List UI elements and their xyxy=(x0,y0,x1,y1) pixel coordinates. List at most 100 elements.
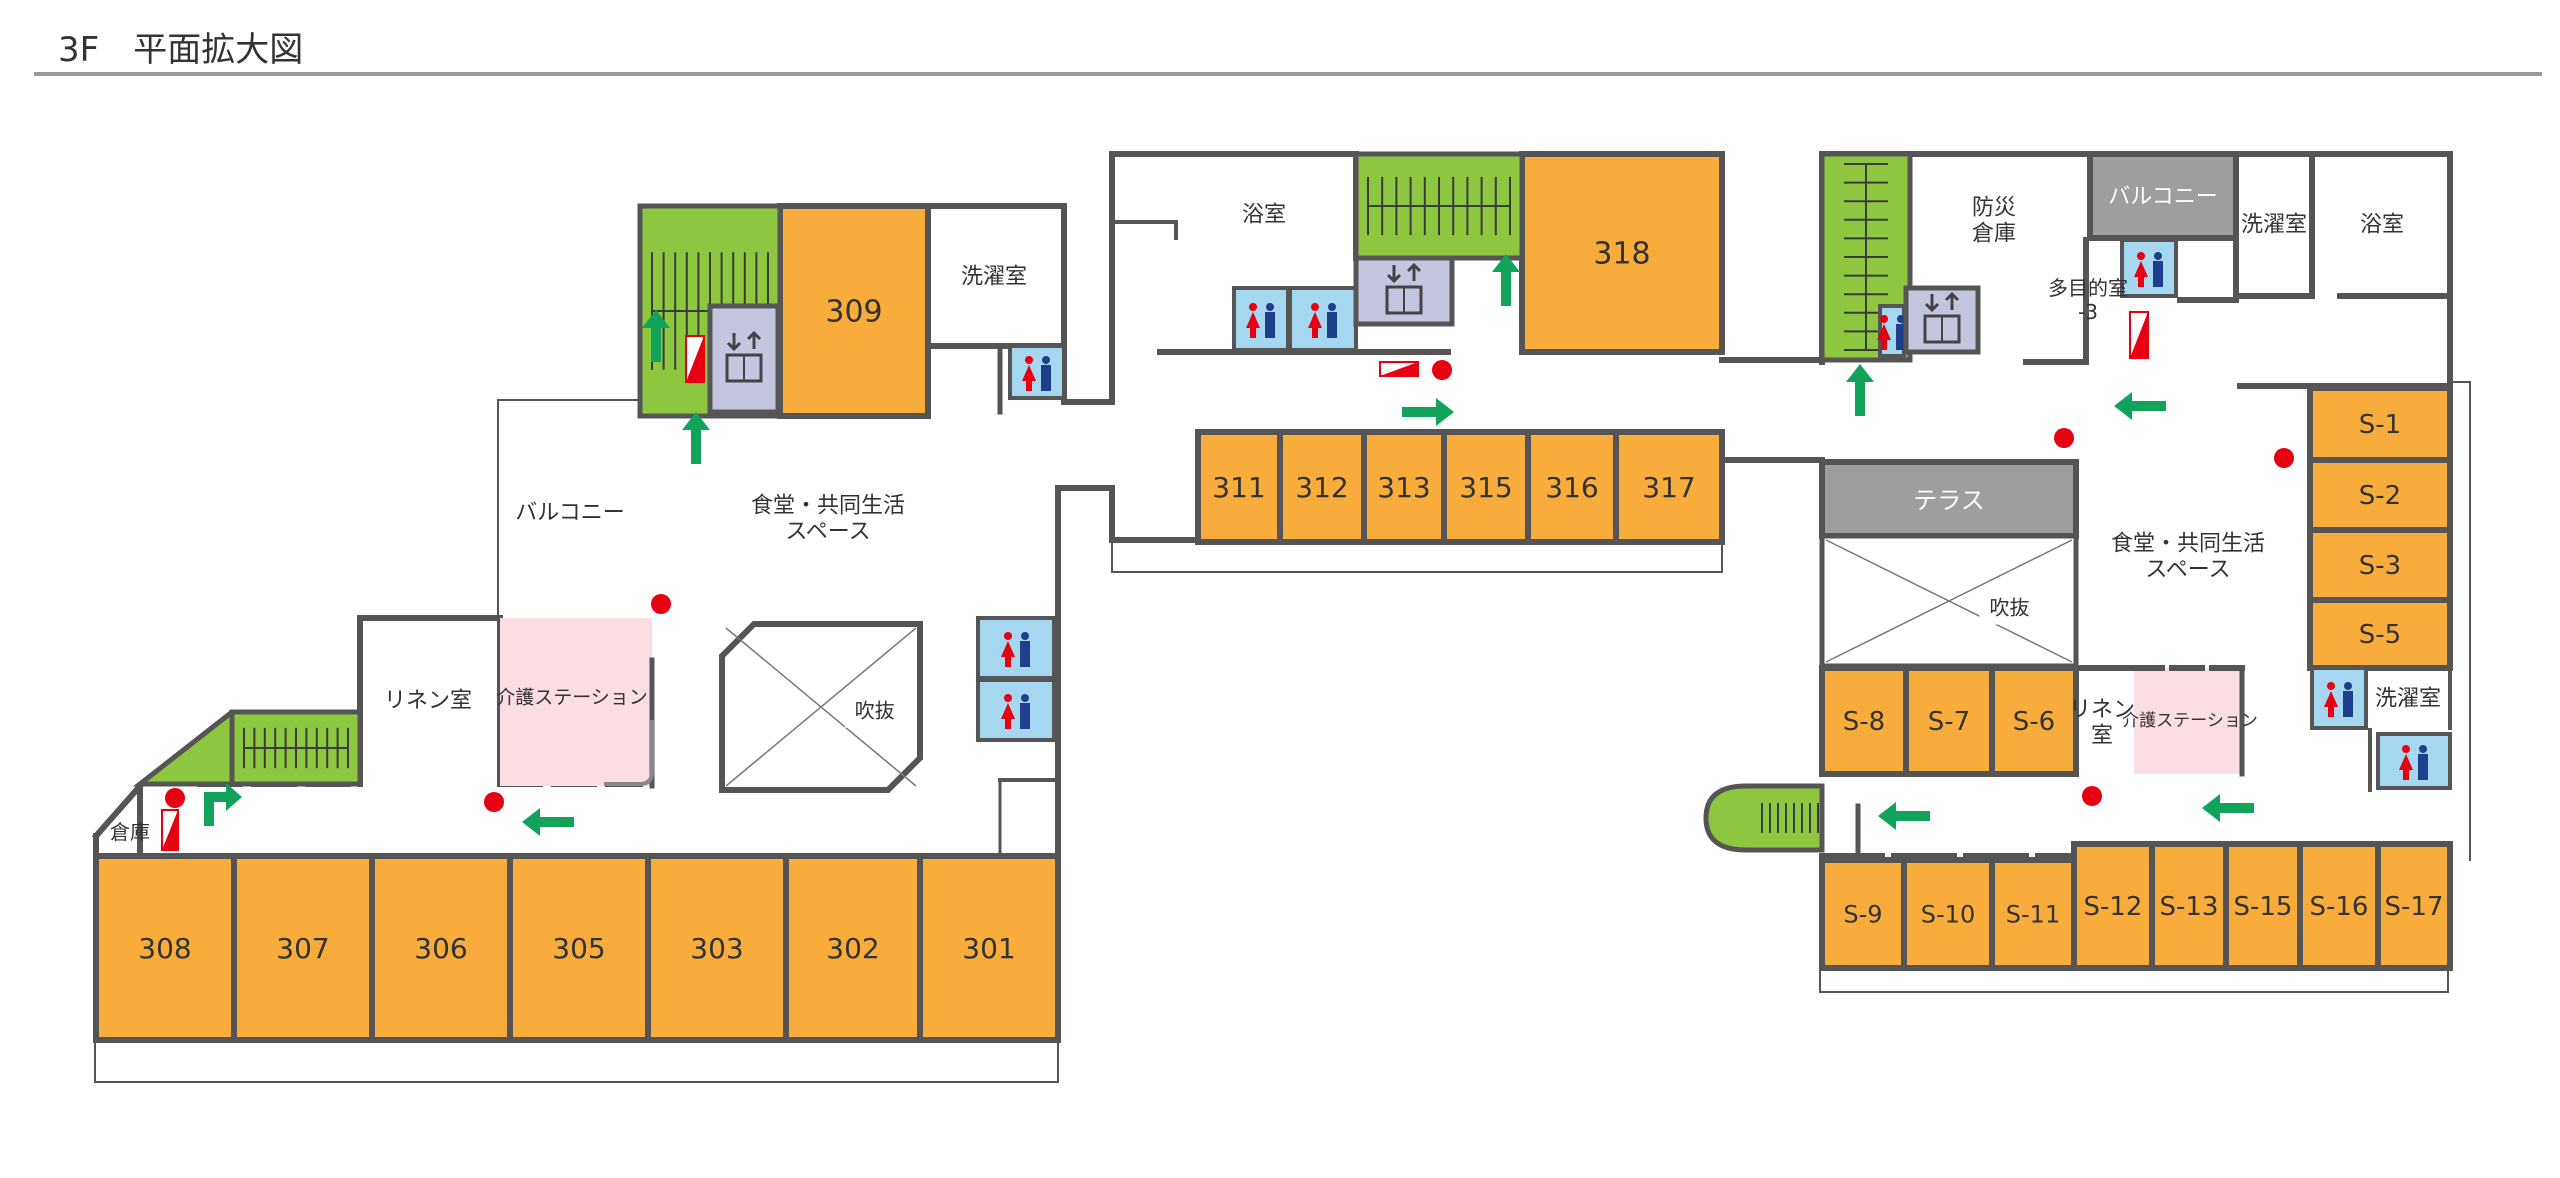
arrow-shape xyxy=(1492,254,1520,306)
toilet-icon xyxy=(2310,666,2368,730)
toilet-icon xyxy=(976,616,1056,680)
stairs-icon xyxy=(1353,151,1525,261)
room-number-label: 311 xyxy=(1212,471,1265,504)
extinguisher-fill xyxy=(686,336,704,382)
elevator-icon xyxy=(707,303,781,415)
atrium-label-bg xyxy=(844,693,905,728)
restroom-block xyxy=(2376,732,2452,790)
resident-room xyxy=(1989,857,2077,971)
female-legs xyxy=(1250,328,1256,338)
resident-room xyxy=(2307,385,2453,463)
resident-room xyxy=(1361,429,1447,545)
elevator-icon xyxy=(1353,255,1455,327)
extinguisher-icon xyxy=(1379,361,1419,377)
extinguisher-fill xyxy=(1380,362,1418,376)
emergency-marker-icon xyxy=(2274,448,2294,468)
extinguisher-icon xyxy=(2129,311,2149,359)
female-legs xyxy=(1005,719,1011,729)
room-number-label: 315 xyxy=(1459,471,1512,504)
room-number-label: 307 xyxy=(276,932,329,965)
storage-label: 倉庫 xyxy=(110,820,150,844)
laundry-label: 洗濯室 xyxy=(2241,213,2307,238)
room-number-label: S-3 xyxy=(2359,551,2401,581)
toilet-icon xyxy=(1232,286,1290,352)
room-number-label: 305 xyxy=(552,932,605,965)
emergency-marker-icon xyxy=(165,788,185,808)
room-number-label: 301 xyxy=(962,932,1015,965)
female-head xyxy=(2327,682,2335,690)
bath-label: 浴室 xyxy=(2360,213,2404,238)
arrow-shape xyxy=(2202,794,2254,822)
elevator-arrows xyxy=(726,330,762,352)
female-body xyxy=(2399,754,2413,770)
nurse-counter xyxy=(604,720,654,786)
multipurpose-label: 多目的室-3 xyxy=(2048,276,2128,324)
extinguisher-icon xyxy=(161,809,179,851)
exit-arrow-icon xyxy=(1878,802,1930,830)
arrow-shape xyxy=(642,310,670,362)
resident-room xyxy=(1613,429,1725,545)
restroom-block xyxy=(1232,286,1290,352)
female-legs xyxy=(2138,277,2144,287)
female-head xyxy=(1311,303,1319,311)
male-head xyxy=(1897,315,1905,323)
resident-room xyxy=(1903,665,1995,777)
male-body xyxy=(2418,754,2428,780)
elevator-arrows xyxy=(1386,262,1422,284)
stairs-icon xyxy=(1703,783,1825,853)
resident-room xyxy=(2149,841,2229,971)
nurse-station-label: 介護ステーション xyxy=(496,687,648,709)
stairs-icon xyxy=(229,709,363,787)
atrium-void xyxy=(1819,533,2079,669)
resident-room xyxy=(2297,841,2381,971)
exit-arrow-icon xyxy=(522,808,574,836)
room-number-label: S-2 xyxy=(2359,481,2401,511)
arrow-shape xyxy=(1846,364,1874,416)
resident-room xyxy=(507,853,651,1043)
resident-room xyxy=(2071,841,2155,971)
exit-arrow-icon xyxy=(1846,364,1874,416)
room-number-label: 318 xyxy=(1593,237,1650,272)
terrace-label: テラス xyxy=(1913,486,1985,514)
atrium-label-bg xyxy=(1979,590,2040,625)
icons-layer xyxy=(161,151,2452,853)
room-number-label: S-9 xyxy=(1843,900,1882,928)
male-head xyxy=(2419,745,2427,753)
resident-room xyxy=(783,853,923,1043)
female-body xyxy=(1022,365,1036,381)
toilet-icon xyxy=(976,678,1056,742)
room-number-label: 312 xyxy=(1295,471,1348,504)
linen-room-label: リネン室 xyxy=(2069,698,2135,749)
female-body xyxy=(1308,312,1322,328)
resident-room xyxy=(2307,527,2453,603)
restroom-block xyxy=(1288,286,1358,352)
female-legs xyxy=(1026,381,1032,391)
female-body xyxy=(2324,691,2338,707)
room-number-label: S-6 xyxy=(2013,707,2055,737)
female-legs xyxy=(2328,707,2334,717)
atrium-void xyxy=(719,621,923,793)
resident-room xyxy=(2375,841,2453,971)
exit-arrow-icon xyxy=(1402,398,1454,426)
laundry-label: 洗濯室 xyxy=(2375,687,2441,712)
male-head xyxy=(2344,682,2352,690)
male-head xyxy=(2154,252,2162,260)
room-number-label: S-8 xyxy=(1843,707,1885,737)
restroom-block xyxy=(976,678,1056,742)
elevator-shaft xyxy=(707,303,781,415)
room-number-label: 306 xyxy=(414,932,467,965)
restroom-block xyxy=(976,616,1056,680)
female-legs xyxy=(1881,340,1887,350)
toilet-icon xyxy=(2120,238,2178,298)
restroom-block xyxy=(2120,238,2178,298)
female-body xyxy=(2134,261,2148,277)
room-number-label: S-5 xyxy=(2359,620,2401,650)
room-number-label: S-13 xyxy=(2160,892,2219,922)
male-head xyxy=(1266,303,1274,311)
female-legs xyxy=(1005,657,1011,667)
female-head xyxy=(2402,745,2410,753)
disaster-storage-label: 防災倉庫 xyxy=(1972,196,2016,247)
resident-room xyxy=(1519,151,1725,355)
